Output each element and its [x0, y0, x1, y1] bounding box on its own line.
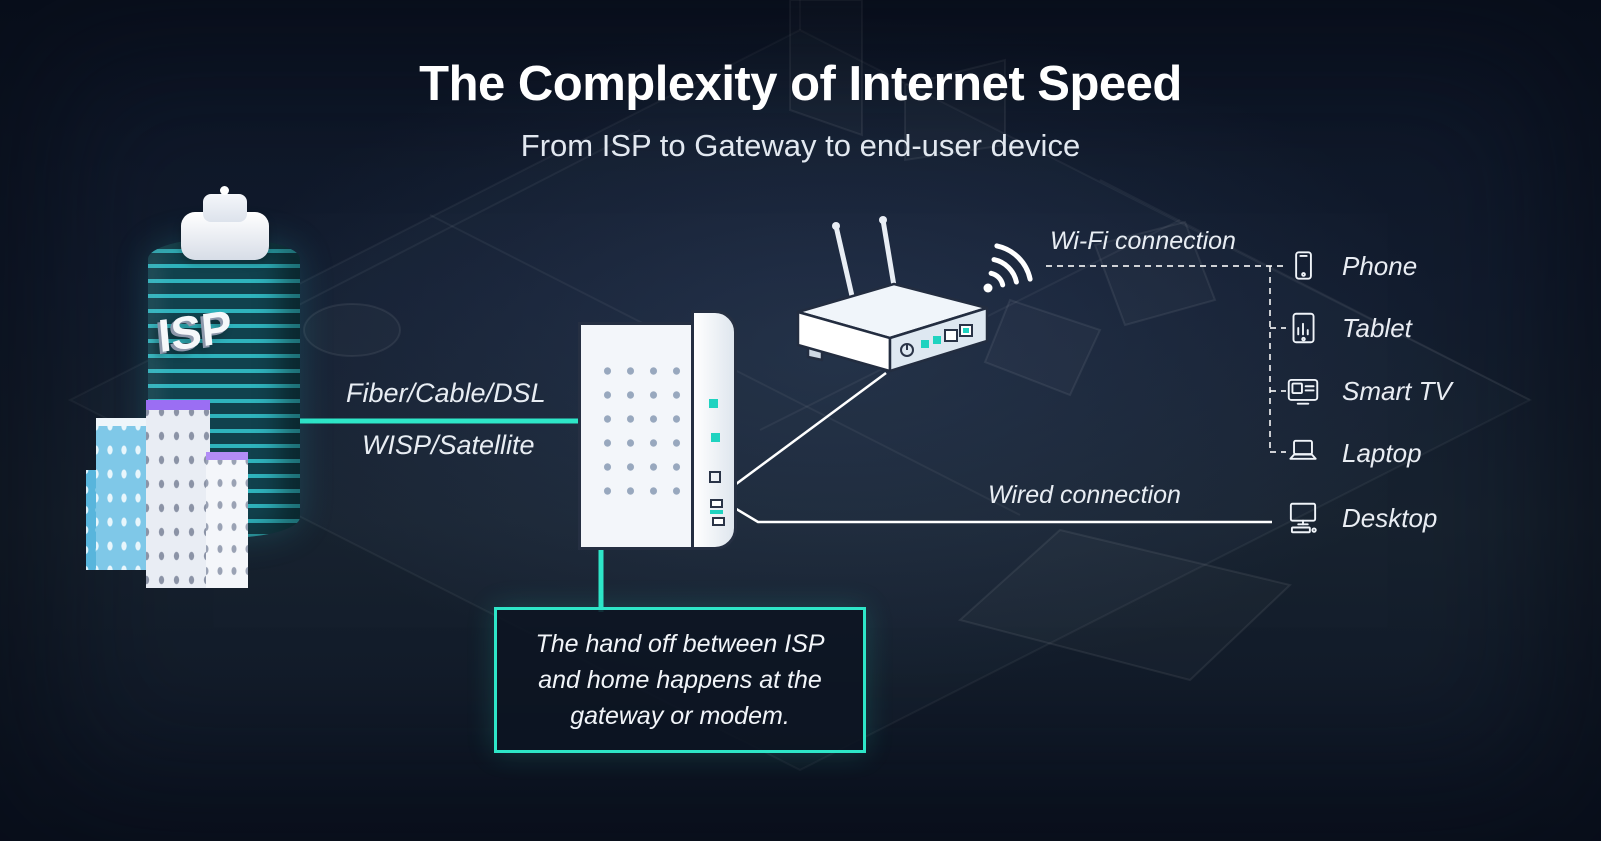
router-port-1 [944, 329, 958, 342]
device-label: Phone [1342, 250, 1418, 281]
wifi-connection-line [1046, 265, 1286, 453]
desktop-icon [1284, 499, 1322, 537]
device-label: Tablet [1342, 312, 1412, 343]
gateway-router-line [727, 371, 887, 492]
laptop-icon [1284, 434, 1322, 472]
page-subtitle: From ISP to Gateway to end-user device [520, 128, 1081, 163]
device-row-phone: Phone [1284, 246, 1417, 286]
smart-tv-icon [1284, 372, 1322, 410]
router-led-2 [933, 336, 941, 344]
isp-label: ISP [156, 299, 235, 363]
city-building-white-small [206, 452, 248, 588]
device-row-smart-tv: Smart TV [1284, 371, 1452, 411]
device-row-laptop: Laptop [1284, 433, 1422, 473]
modem-side-panel [691, 310, 737, 550]
modem-port-2 [712, 517, 725, 526]
router-antenna-left [833, 223, 855, 299]
wifi-signal-icon [972, 226, 1052, 298]
wired-connection-line [727, 502, 1272, 524]
modem-led-2 [711, 433, 720, 442]
fiber-cable-dsl-label: Fiber/Cable/DSL [346, 378, 546, 408]
gateway-modem-illustration [578, 310, 738, 552]
wired-connection-label: Wired connection [988, 481, 1181, 509]
modem-button [709, 471, 721, 483]
device-label: Smart TV [1342, 375, 1452, 406]
modem-vent-grid [592, 355, 683, 503]
page-title: The Complexity of Internet Speed [419, 57, 1182, 111]
city-building-blue [96, 418, 146, 570]
phone-icon [1284, 247, 1322, 285]
device-label: Desktop [1342, 502, 1438, 533]
modem-led-1 [709, 399, 718, 408]
callout-box: The hand off between ISP and home happen… [494, 607, 866, 753]
tablet-icon [1284, 309, 1322, 347]
city-building-white-purple-roof [146, 400, 210, 588]
router-illustration [790, 214, 995, 399]
device-row-tablet: Tablet [1284, 308, 1412, 348]
modem-port-led [710, 510, 723, 514]
device-label: Laptop [1342, 437, 1422, 468]
isp-tower-antenna [220, 186, 229, 195]
modem-front-panel [578, 322, 694, 550]
router-led-1 [921, 340, 929, 348]
device-row-desktop: Desktop [1284, 498, 1437, 538]
wisp-satellite-label: WISP/Satellite [362, 430, 535, 460]
callout-text: The hand off between ISP and home happen… [535, 630, 825, 730]
wifi-connection-label: Wi-Fi connection [1050, 227, 1236, 255]
router-antenna-right [880, 217, 897, 289]
isp-tower-cap-top [203, 194, 247, 222]
header: The Complexity of Internet Speed From IS… [0, 56, 1601, 164]
modem-port-1 [710, 499, 723, 508]
